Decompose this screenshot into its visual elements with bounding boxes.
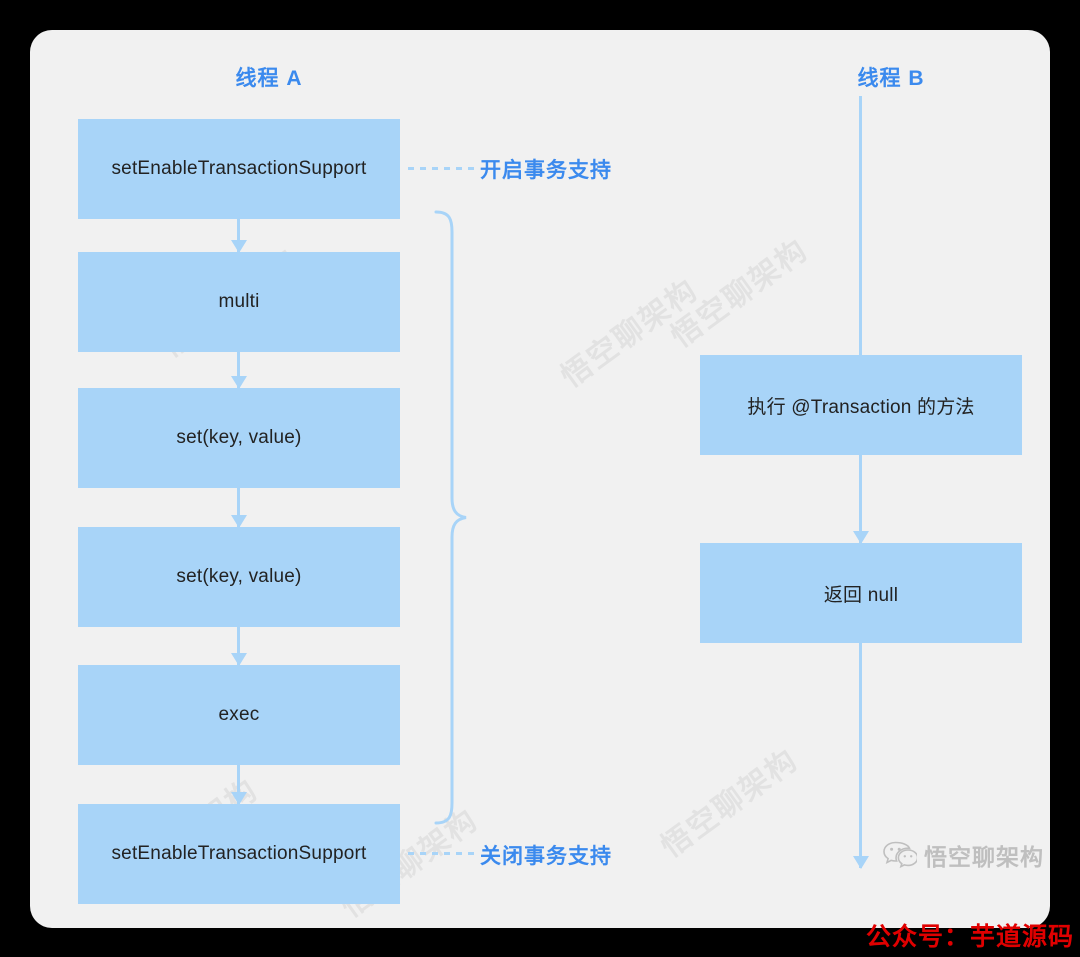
wechat-account-badge: 悟空聊架构 [883,838,1050,872]
process-box-set-enable-transaction-support-close[interactable]: setEnableTransactionSupport [78,804,400,904]
process-box-set-enable-transaction-support-open[interactable]: setEnableTransactionSupport [78,119,400,219]
arrow-a5 [237,765,240,804]
arrow-b2 [859,643,862,868]
grouping-brace-icon [434,210,467,825]
process-box-set-key-value-1[interactable]: set(key, value) [78,388,400,488]
arrow-a1 [237,219,240,252]
process-box-set-key-value-2[interactable]: set(key, value) [78,527,400,627]
arrow-a2 [237,352,240,388]
watermark: 悟空聊架构 [665,233,815,354]
leader-line-bottom [408,852,478,855]
promo-text: 公众号：芋道源码 [865,923,1074,951]
process-box-return-null[interactable]: 返回 null [700,543,1022,643]
diagram-canvas: 悟空聊架构 悟空聊架构 悟空聊架构 悟空聊架构 悟空聊架构 悟空聊架构 线程 A… [30,30,1050,928]
watermark: 悟空聊架构 [555,273,705,394]
arrow-a4 [237,627,240,665]
leader-line-top [408,167,478,170]
watermark: 悟空聊架构 [655,743,805,864]
thread-b-title: 线程 B [857,67,925,90]
wechat-icon [883,841,917,869]
arrow-a3 [237,488,240,527]
arrow-b1 [859,455,862,543]
process-box-multi[interactable]: multi [78,252,400,352]
process-box-execute-transaction-method[interactable]: 执行 @Transaction 的方法 [700,355,1022,455]
process-box-exec[interactable]: exec [78,665,400,765]
wechat-account-name: 悟空聊架构 [924,844,1044,870]
thread-b-lifeline [859,96,862,355]
thread-a-title: 线程 A [235,67,303,90]
annotation-enable-transaction: 开启事务支持 [480,159,612,182]
annotation-disable-transaction: 关闭事务支持 [480,845,612,868]
